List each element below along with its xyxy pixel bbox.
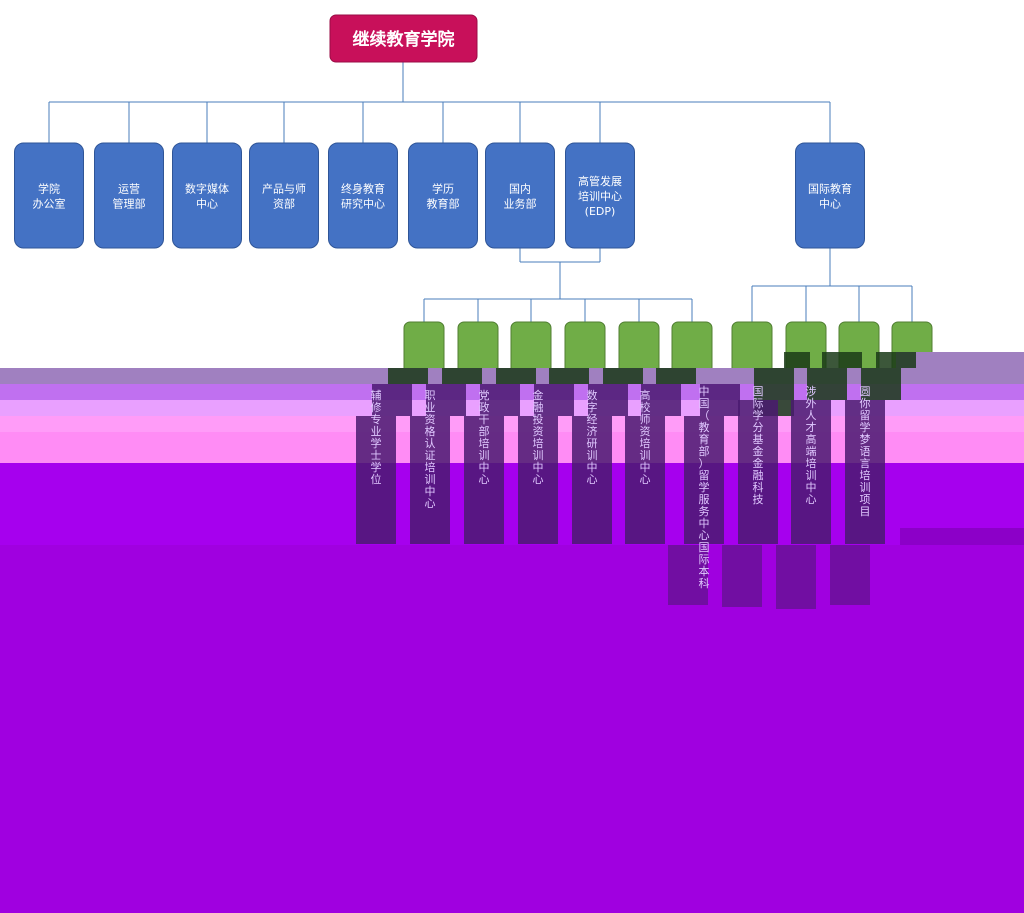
connector-lines <box>48 62 913 322</box>
root-node <box>329 14 478 63</box>
glitch-column-block <box>791 400 831 544</box>
department-node <box>172 142 242 249</box>
department-node <box>249 142 319 249</box>
glitch-column-block <box>738 400 778 544</box>
department-node <box>408 142 478 249</box>
glitch-column-block <box>700 384 740 416</box>
glitch-column-block <box>861 368 901 400</box>
department-label-line: 业务部 <box>504 197 537 211</box>
glitch-column-block <box>464 416 504 544</box>
department-node <box>485 142 555 249</box>
glitch-column-block <box>549 368 589 384</box>
department-label-line: 学院 <box>38 182 60 196</box>
glitch-column-block <box>668 545 708 605</box>
department-label-line: 研究中心 <box>341 197 385 211</box>
glitch-column-block <box>426 384 466 416</box>
department-node <box>94 142 164 249</box>
department-node <box>14 142 84 249</box>
domestic-child-label: 党政干部培训中心 <box>479 389 490 486</box>
department-label-line: 数字媒体 <box>185 182 229 196</box>
department-label-line: (EDP) <box>585 205 616 218</box>
department-label-line: 中心 <box>819 198 841 211</box>
glitch-overlay: 辅修专业学士学位 职业资格认证培训中心 党政干部培训中心 金融投资培训中心 数字经济研训… <box>0 352 1024 913</box>
glitch-column-block <box>656 368 696 384</box>
international-child-label: 国际学分基金金融科技 <box>753 385 764 506</box>
glitch-column-block <box>496 368 536 384</box>
department-label-line: 资部 <box>273 197 295 211</box>
department-label-line: 管理部 <box>113 197 146 211</box>
glitch-column-block <box>603 368 643 384</box>
domestic-child-label: 金融投资培训中心 <box>533 388 544 486</box>
domestic-child-label: 职业资格认证培训中心 <box>425 389 436 510</box>
department-label-line: 高管发展 <box>578 174 622 188</box>
glitch-column-block <box>518 416 558 544</box>
department-label-line: 国内 <box>509 182 531 196</box>
international-child-label: 中国（教育部）留学服务中心国际本科 <box>699 385 710 590</box>
domestic-child-label: 高校师资培训中心 <box>640 388 651 486</box>
glitch-column-block <box>776 545 816 609</box>
glitch-column-block <box>807 368 847 400</box>
glitch-column-block <box>410 416 450 544</box>
domestic-child-label: 辅修专业学士学位 <box>371 388 382 486</box>
glitch-column-block <box>442 368 482 384</box>
glitch-column-block <box>388 368 428 384</box>
glitch-column-block <box>641 384 681 416</box>
glitch-column-block <box>356 416 396 544</box>
glitch-band <box>900 528 1024 545</box>
department-label-line: 运营 <box>118 182 140 196</box>
glitch-column-block <box>372 384 412 416</box>
glitch-column-block <box>876 352 916 368</box>
glitch-column-block <box>534 384 574 416</box>
glitch-column-block <box>845 400 885 544</box>
glitch-column-block <box>822 352 862 368</box>
glitch-column-block <box>784 352 810 368</box>
international-child-label: 涉外人才高端培训中心 <box>806 384 817 506</box>
glitch-band <box>896 352 1024 368</box>
glitch-column-block <box>480 384 520 416</box>
department-label-line: 国际教育 <box>808 182 852 196</box>
glitch-band <box>0 545 1024 913</box>
department-node <box>565 142 635 249</box>
department-node <box>795 142 865 249</box>
glitch-column-block <box>572 416 612 544</box>
department-label-line: 办公室 <box>33 197 66 211</box>
department-label-line: 中心 <box>196 198 218 211</box>
glitch-column-block <box>684 416 724 544</box>
glitch-column-block <box>588 384 628 416</box>
department-label-line: 学历 <box>432 182 454 196</box>
department-node <box>328 142 398 249</box>
international-child-label: 圆你留学梦语言培训项目 <box>860 385 871 518</box>
domestic-child-label: 数字经济研训中心 <box>587 389 598 486</box>
department-label-line: 培训中心 <box>578 189 622 203</box>
root-label: 继续教育学院 <box>353 29 455 50</box>
department-label-line: 产品与师 <box>262 182 306 196</box>
glitch-column-block <box>830 545 870 605</box>
department-label-line: 教育部 <box>427 197 460 211</box>
glitch-column-block <box>722 545 762 607</box>
department-label-line: 终身教育 <box>341 182 385 196</box>
glitch-column-block <box>625 416 665 544</box>
